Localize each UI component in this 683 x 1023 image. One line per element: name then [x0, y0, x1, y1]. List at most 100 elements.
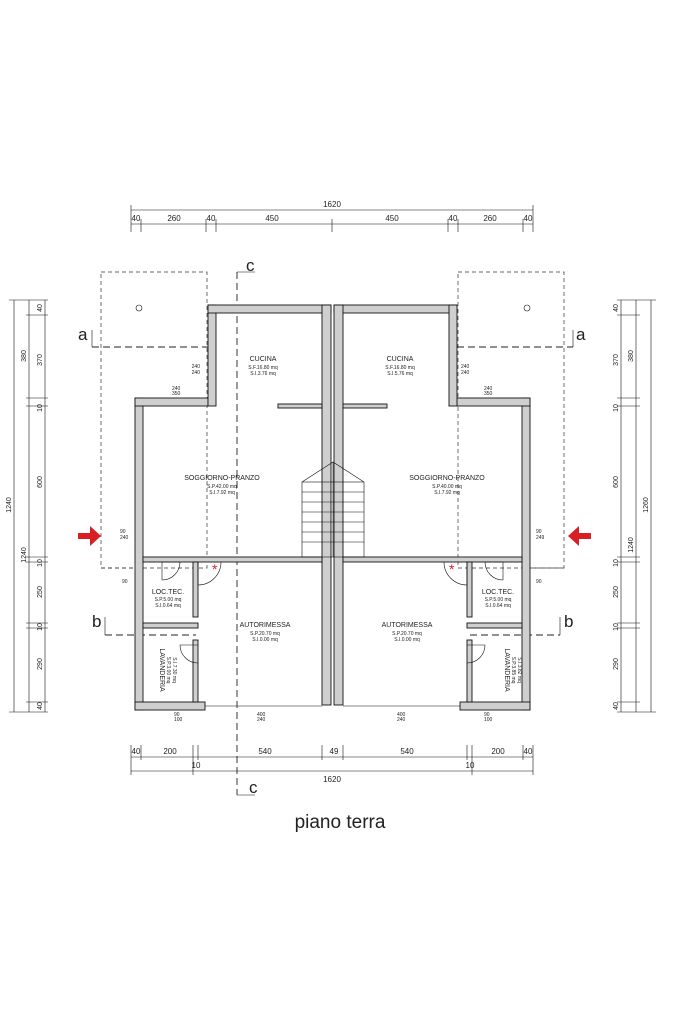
- svg-text:LOC.TEC.: LOC.TEC.: [152, 589, 184, 596]
- svg-text:350: 350: [172, 391, 181, 397]
- right-dimension-chain: 1260 1240 40 380 370 10 600 10 250 10 29…: [613, 299, 656, 713]
- svg-text:10: 10: [613, 623, 620, 631]
- svg-text:250: 250: [613, 586, 620, 598]
- section-line-a: a a: [78, 325, 586, 348]
- svg-text:40: 40: [37, 702, 44, 710]
- svg-text:S.I.0.64 mq: S.I.0.64 mq: [485, 603, 511, 609]
- svg-text:249: 249: [536, 535, 545, 541]
- svg-text:240: 240: [484, 386, 493, 392]
- svg-text:240: 240: [192, 364, 201, 370]
- svg-text:S.P.20.70 mq: S.P.20.70 mq: [250, 631, 280, 637]
- top-dim-6: 40: [449, 214, 458, 223]
- svg-text:S.I.0.00 mq: S.I.0.00 mq: [394, 637, 420, 643]
- marker-asterisk-right: *: [449, 561, 455, 577]
- svg-text:400: 400: [397, 712, 406, 718]
- section-label-c-bottom: c: [249, 778, 258, 797]
- svg-text:250: 250: [37, 586, 44, 598]
- svg-text:350: 350: [484, 391, 493, 397]
- entry-arrow-left: [78, 526, 101, 546]
- left-dimension-chain: 1240 1240 40 380 370 10 600 10 250 10 29…: [6, 299, 48, 713]
- room-lavanderia-left: LAVANDERIA S.P.3.00 mq S.I.7.30 mq: [158, 648, 177, 692]
- svg-text:90: 90: [484, 712, 490, 718]
- top-dim-7: 260: [483, 214, 497, 223]
- svg-text:LAVANDERIA: LAVANDERIA: [503, 648, 510, 692]
- room-cucina-left: CUCINA S.F.16.80 mq S.I.3.76 mq: [248, 356, 278, 377]
- svg-text:AUTORIMESSA: AUTORIMESSA: [240, 622, 291, 629]
- svg-text:1240: 1240: [6, 497, 13, 513]
- svg-text:200: 200: [163, 747, 177, 756]
- svg-text:600: 600: [37, 476, 44, 488]
- svg-text:40: 40: [613, 304, 620, 312]
- svg-text:S.P.20.70 mq: S.P.20.70 mq: [392, 631, 422, 637]
- section-line-b: b b: [92, 612, 573, 636]
- svg-text:1240: 1240: [628, 537, 635, 553]
- svg-text:10: 10: [37, 404, 44, 412]
- svg-text:SOGGIORNO-PRANZO: SOGGIORNO-PRANZO: [409, 475, 485, 482]
- svg-text:LOC.TEC.: LOC.TEC.: [482, 589, 514, 596]
- doors: [161, 561, 504, 664]
- svg-text:S.P.5.00 mq: S.P.5.00 mq: [155, 597, 182, 603]
- entry-arrow-right: [568, 526, 591, 546]
- svg-text:200: 200: [491, 747, 505, 756]
- svg-text:LAVANDERIA: LAVANDERIA: [158, 648, 165, 692]
- svg-text:40: 40: [613, 702, 620, 710]
- svg-text:S.I.7.92 mq: S.I.7.92 mq: [209, 490, 235, 496]
- svg-text:540: 540: [400, 747, 414, 756]
- svg-text:380: 380: [21, 350, 28, 362]
- svg-text:49: 49: [330, 747, 339, 756]
- svg-text:10: 10: [192, 761, 201, 770]
- top-dim-5: 450: [385, 214, 399, 223]
- dashed-outlines: [100, 271, 565, 569]
- top-dim-3: 40: [207, 214, 216, 223]
- section-label-c-top: c: [246, 256, 255, 275]
- svg-text:S.P.3.85 mq: S.P.3.85 mq: [510, 657, 516, 684]
- svg-text:370: 370: [37, 354, 44, 366]
- room-lavanderia-right: LAVANDERIA S.P.3.85 mq S.I.3.82 mq: [503, 648, 522, 692]
- section-label-a-right: a: [576, 325, 586, 344]
- room-cucina-right: CUCINA S.F.16.80 mq S.I.5.76 mq: [385, 356, 415, 377]
- svg-text:90: 90: [174, 712, 180, 718]
- svg-text:90: 90: [536, 579, 542, 585]
- top-dim-1: 40: [132, 214, 141, 223]
- svg-text:90: 90: [536, 529, 542, 535]
- marker-asterisk-left: *: [212, 561, 218, 577]
- svg-text:S.I.5.76 mq: S.I.5.76 mq: [387, 371, 413, 377]
- room-soggiorno-left: SOGGIORNO-PRANZO S.P.42.00 mq S.I.7.92 m…: [184, 475, 260, 496]
- svg-text:40: 40: [524, 747, 533, 756]
- svg-text:S.P.42.00 mq: S.P.42.00 mq: [207, 484, 237, 490]
- top-dim-2: 260: [167, 214, 181, 223]
- svg-text:100: 100: [484, 717, 493, 723]
- svg-text:SOGGIORNO-PRANZO: SOGGIORNO-PRANZO: [184, 475, 260, 482]
- svg-text:10: 10: [466, 761, 475, 770]
- room-autorimessa-right: AUTORIMESSA S.P.20.70 mq S.I.0.00 mq: [382, 622, 433, 643]
- svg-text:540: 540: [258, 747, 272, 756]
- svg-text:S.I.3.82 mq: S.I.3.82 mq: [516, 657, 522, 683]
- svg-text:S.I.0.00 mq: S.I.0.00 mq: [252, 637, 278, 643]
- svg-text:40: 40: [37, 304, 44, 312]
- room-autorimessa-left: AUTORIMESSA S.P.20.70 mq S.I.0.00 mq: [240, 622, 291, 643]
- svg-text:240: 240: [461, 370, 470, 376]
- svg-text:400: 400: [257, 712, 266, 718]
- svg-text:CUCINA: CUCINA: [387, 356, 414, 363]
- walls: [134, 304, 531, 711]
- section-label-b-right: b: [564, 612, 573, 631]
- section-line-c: c c: [236, 256, 258, 797]
- svg-text:240: 240: [120, 535, 129, 541]
- svg-text:240: 240: [192, 370, 201, 376]
- svg-text:600: 600: [613, 476, 620, 488]
- svg-text:380: 380: [628, 350, 635, 362]
- svg-text:S.P.5.00 mq: S.P.5.00 mq: [485, 597, 512, 603]
- svg-text:240: 240: [172, 386, 181, 392]
- top-total-dim: 1620: [323, 200, 341, 209]
- svg-text:S.F.16.80 mq: S.F.16.80 mq: [385, 365, 415, 371]
- top-dim-8: 40: [524, 214, 533, 223]
- svg-text:90: 90: [122, 579, 128, 585]
- svg-text:290: 290: [613, 658, 620, 670]
- svg-text:S.I.7.92 mq: S.I.7.92 mq: [434, 490, 460, 496]
- svg-text:S.F.16.80 mq: S.F.16.80 mq: [248, 365, 278, 371]
- plan-title: piano terra: [295, 812, 386, 833]
- bottom-total-dim: 1620: [323, 775, 341, 784]
- svg-text:CUCINA: CUCINA: [250, 356, 277, 363]
- svg-text:10: 10: [37, 559, 44, 567]
- section-label-a-left: a: [78, 325, 88, 344]
